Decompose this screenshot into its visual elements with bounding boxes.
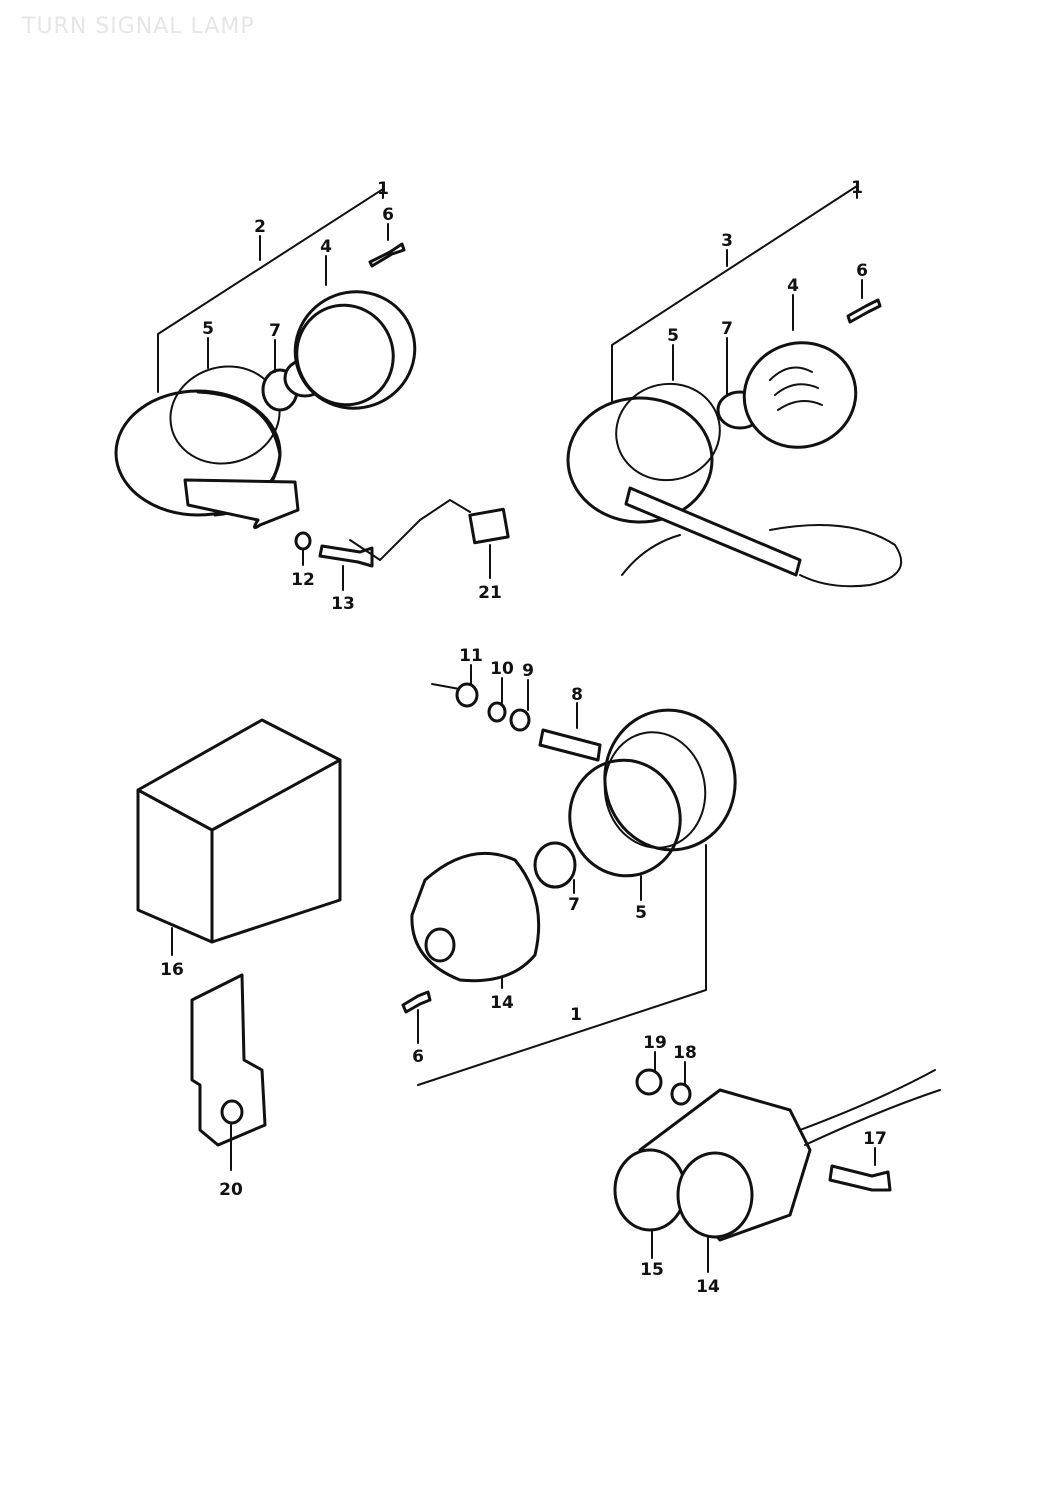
callout-6: 6 (382, 205, 394, 225)
washer-shape (294, 531, 312, 551)
callout-10: 10 (490, 659, 514, 679)
screw-shape (401, 990, 432, 1014)
bracket-shape (190, 973, 267, 1147)
front-right-turn-signal-assembly (566, 185, 903, 588)
relay-bracket (190, 973, 267, 1147)
bolt-shape (828, 1164, 892, 1192)
housing-shape (742, 341, 858, 449)
callout-9: 9 (522, 661, 534, 681)
callout-15: 15 (640, 1260, 664, 1280)
callout-18: 18 (673, 1043, 697, 1063)
bolt-shape (318, 544, 374, 568)
lens-shape (566, 396, 714, 524)
lens-center-shape (424, 927, 456, 963)
callout-14: 14 (490, 993, 514, 1013)
callout-19: 19 (643, 1033, 667, 1053)
callout-3: 3 (721, 231, 733, 251)
callout-17: 17 (863, 1129, 887, 1149)
housing-inner-shape (295, 303, 395, 407)
callout-20: 20 (219, 1180, 243, 1200)
callout-4: 4 (320, 237, 332, 257)
callout-labels: 1 1 1 2 3 4 4 5 5 5 6 6 6 7 7 7 8 9 10 1… (160, 178, 887, 1297)
callout-7: 7 (721, 319, 733, 339)
flasher-relay (136, 718, 342, 944)
callout-6: 6 (412, 1047, 424, 1067)
terminal-shape (538, 728, 602, 762)
relay-body-shape (136, 718, 342, 944)
gasket-shape (615, 382, 721, 482)
assembly-bracket-line (157, 188, 384, 393)
housing-inner-shape (603, 731, 707, 849)
callout-13: 13 (331, 594, 355, 614)
callout-11: 11 (459, 646, 483, 666)
wire-line (799, 1069, 941, 1146)
callout-2: 2 (254, 217, 266, 237)
callout-14: 14 (696, 1277, 720, 1297)
right-lens-shape (676, 1151, 754, 1239)
callout-16: 16 (160, 960, 184, 980)
callout-7: 7 (568, 895, 580, 915)
wire-line (621, 534, 681, 576)
wire-line (349, 499, 471, 561)
callout-4: 4 (787, 276, 799, 296)
callout-1: 1 (377, 179, 389, 199)
housing-ribs-line (769, 366, 823, 411)
front-left-turn-signal-assembly (114, 188, 510, 568)
assembly-bracket-line (417, 844, 707, 1086)
callout-7: 7 (269, 321, 281, 341)
leader-lines (171, 223, 876, 1273)
callout-5: 5 (667, 326, 679, 346)
callout-1: 1 (851, 178, 863, 198)
nut-shape (635, 1068, 663, 1096)
callout-12: 12 (291, 570, 315, 590)
lens-shape (410, 851, 541, 983)
rear-turn-signal-assembly (401, 682, 737, 1086)
housing-shape (603, 708, 737, 852)
callout-5: 5 (635, 903, 647, 923)
nut-shape (455, 682, 479, 708)
callout-8: 8 (571, 685, 583, 705)
callout-1: 1 (570, 1005, 582, 1025)
relay-edges-line (136, 758, 342, 944)
assembly-bracket-line (611, 185, 858, 406)
clip-shape (468, 507, 510, 545)
washer-shape (487, 701, 507, 723)
gasket-shape (568, 758, 682, 878)
left-lens-shape (613, 1148, 687, 1232)
washer-shape (670, 1082, 692, 1106)
bulb-shape (533, 841, 577, 889)
callout-5: 5 (202, 319, 214, 339)
callout-6: 6 (856, 261, 868, 281)
washer-shape (509, 708, 531, 732)
screw-shape (368, 242, 406, 268)
callout-21: 21 (478, 583, 502, 603)
screw-shape (846, 298, 882, 324)
stem-shape (624, 486, 802, 577)
stem-shape (183, 478, 300, 530)
wire-line (769, 524, 903, 588)
rear-double-lamp (613, 1068, 941, 1242)
diagram-title: TURN SIGNAL LAMP (22, 14, 255, 39)
bracket-hole-shape (220, 1099, 244, 1125)
